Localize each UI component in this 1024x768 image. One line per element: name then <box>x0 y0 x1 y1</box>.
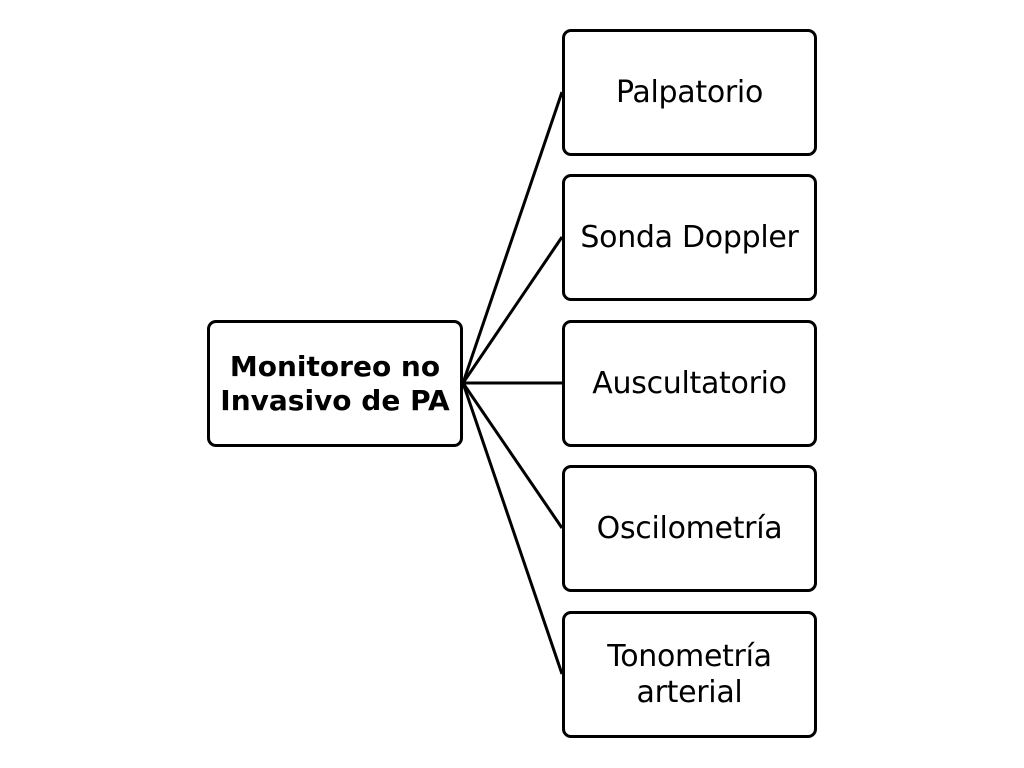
child-node-label: Oscilometría <box>596 510 783 546</box>
child-node-tonometria-arterial: Tonometría arterial <box>562 611 817 738</box>
child-node-sonda-doppler: Sonda Doppler <box>562 174 817 301</box>
connector-line <box>461 236 564 384</box>
child-node-oscilometria: Oscilometría <box>562 465 817 592</box>
child-node-label: Palpatorio <box>615 74 764 110</box>
root-node: Monitoreo no Invasivo de PA <box>207 320 463 447</box>
connector-line <box>461 382 564 529</box>
connector-line <box>461 91 564 384</box>
child-node-label: Auscultatorio <box>592 365 787 401</box>
root-node-label: Monitoreo no Invasivo de PA <box>220 349 450 417</box>
connector-line <box>461 382 564 675</box>
child-node-label: Tonometría arterial <box>607 638 772 710</box>
child-node-label: Sonda Doppler <box>580 219 799 255</box>
child-node-palpatorio: Palpatorio <box>562 29 817 156</box>
child-node-auscultatorio: Auscultatorio <box>562 320 817 447</box>
